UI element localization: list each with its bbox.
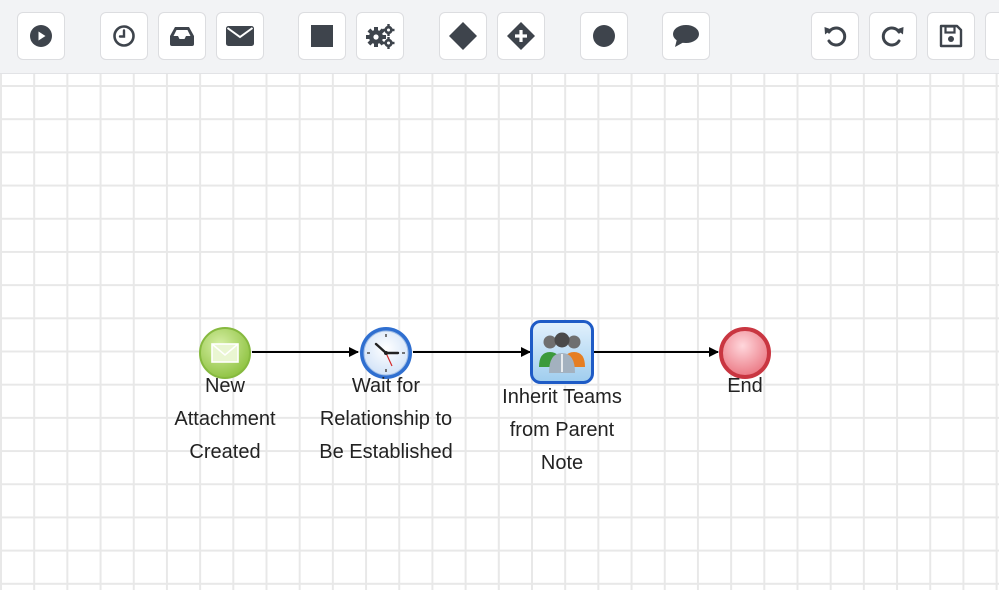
diagram-canvas[interactable]: New Attachment Created Wait for Relation…: [0, 74, 999, 590]
connectors: [252, 347, 719, 357]
label-line: Relationship to: [319, 408, 453, 430]
envelope-icon: [198, 326, 252, 380]
red-circle-icon: [718, 326, 772, 380]
speech-bubble-icon: [672, 24, 700, 48]
gears-icon: [365, 23, 395, 49]
diamond-plus-icon: [506, 21, 536, 51]
label-line: Note: [540, 452, 584, 474]
end-event-label: End: [665, 370, 825, 403]
timer-event-button[interactable]: [100, 12, 148, 60]
comment-button[interactable]: [662, 12, 710, 60]
label-line: Be Established: [319, 441, 453, 463]
task-button[interactable]: [298, 12, 346, 60]
task-label: Inherit Teams from Parent Note: [482, 381, 642, 480]
end-event-node[interactable]: [718, 326, 772, 380]
users-group-icon: [530, 320, 594, 384]
exclusive-gateway-button[interactable]: [439, 12, 487, 60]
business-rule-button[interactable]: [356, 12, 404, 60]
label-line: Inherit Teams: [502, 386, 622, 408]
clock-icon: [112, 24, 136, 48]
inherit-teams-task-node[interactable]: [530, 320, 594, 384]
clock-icon: [358, 325, 414, 381]
timer-event-label: Wait for Relationship to Be Established: [306, 370, 466, 469]
toolbar: [0, 0, 999, 74]
undo-icon: [822, 23, 848, 49]
redo-button[interactable]: [869, 12, 917, 60]
start-event-button[interactable]: [17, 12, 65, 60]
receive-message-button[interactable]: [158, 12, 206, 60]
label-line: Attachment: [174, 408, 276, 430]
square-icon: [310, 24, 334, 48]
parallel-gateway-button[interactable]: [497, 12, 545, 60]
label-line: New: [204, 375, 245, 397]
play-circle-icon: [29, 24, 53, 48]
envelope-icon: [226, 25, 254, 47]
redo-icon: [880, 23, 906, 49]
diamond-icon: [448, 21, 478, 51]
label-line: End: [727, 375, 763, 397]
more-toolbar-button[interactable]: [985, 12, 999, 60]
start-event-label: New Attachment Created: [145, 370, 305, 469]
start-event-node[interactable]: [198, 326, 252, 380]
label-line: from Parent: [509, 419, 615, 441]
floppy-disk-icon: [939, 24, 963, 48]
label-line: Wait for: [351, 375, 421, 397]
inbox-icon: [169, 25, 195, 47]
send-message-button[interactable]: [216, 12, 264, 60]
save-button[interactable]: [927, 12, 975, 60]
end-event-button[interactable]: [580, 12, 628, 60]
label-line: Created: [189, 441, 261, 463]
circle-icon: [592, 24, 616, 48]
timer-event-node[interactable]: [358, 325, 414, 381]
undo-button[interactable]: [811, 12, 859, 60]
